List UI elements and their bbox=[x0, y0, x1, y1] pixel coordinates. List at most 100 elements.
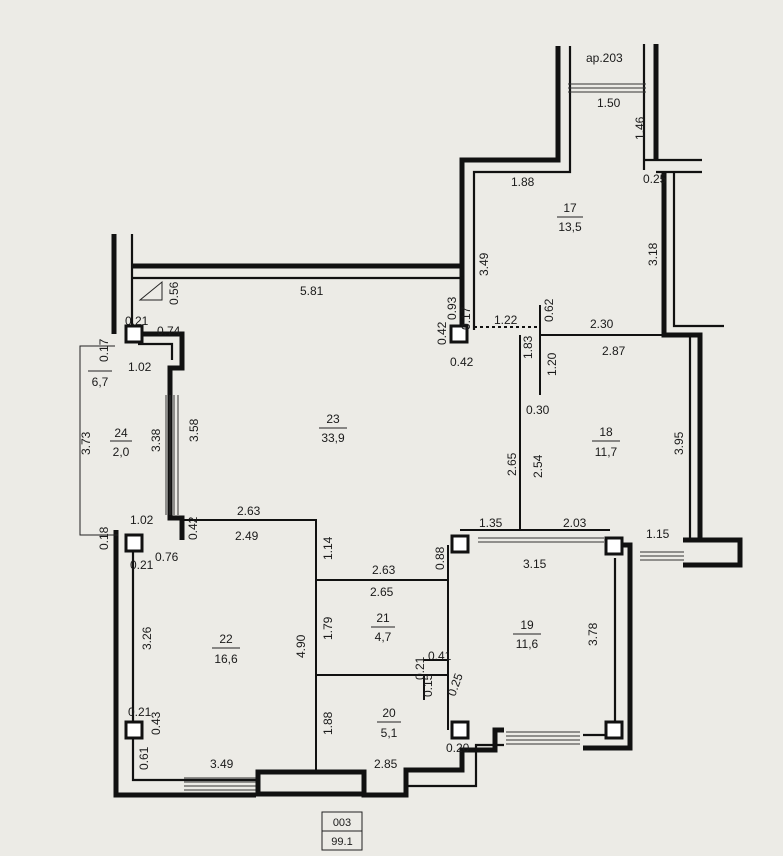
dimension-label: 0.62 bbox=[542, 298, 556, 322]
room-number: 20 bbox=[382, 706, 396, 720]
room-area: 6,7 bbox=[92, 375, 109, 389]
room-number: 19 bbox=[520, 618, 534, 632]
dimension-label: 3.73 bbox=[79, 431, 93, 455]
dimension-label: 4.90 bbox=[294, 634, 308, 658]
dimension-label: 1.46 bbox=[633, 116, 647, 140]
room-21: 21 4,7 bbox=[371, 611, 395, 644]
windows bbox=[165, 83, 684, 797]
dimension-label: 0.93 bbox=[445, 296, 459, 320]
dimension-label: 0.61 bbox=[137, 746, 151, 770]
room-number: 22 bbox=[219, 632, 233, 646]
dimension-label: 0.76 bbox=[155, 550, 179, 564]
dimension-label: 1.15 bbox=[646, 527, 670, 541]
column bbox=[124, 720, 144, 740]
room-number: 18 bbox=[599, 425, 613, 439]
column bbox=[604, 536, 624, 556]
room-area: 13,5 bbox=[558, 220, 582, 234]
room-number: 24 bbox=[114, 426, 128, 440]
room-area: 16,6 bbox=[214, 652, 238, 666]
corner-mark bbox=[138, 280, 163, 301]
room-22: 22 16,6 bbox=[212, 632, 240, 666]
total-area-table: 003 99.1 bbox=[321, 811, 363, 851]
dimension-label: 2.30 bbox=[590, 317, 614, 331]
dimension-label: 0.17 bbox=[459, 306, 473, 330]
room-18: 18 11,7 bbox=[592, 425, 620, 459]
dimension-label: 2.65 bbox=[370, 585, 394, 599]
window-sill-bottom bbox=[255, 769, 367, 797]
dimension-label: 0.25 bbox=[643, 172, 667, 186]
apartment-number: 003 bbox=[333, 817, 351, 829]
dimension-label: 2.87 bbox=[602, 344, 626, 358]
dimension-label: 0.42 bbox=[186, 516, 200, 540]
room-number: 21 bbox=[376, 611, 390, 625]
room-balcony: 6,7 bbox=[88, 370, 112, 389]
room-area: 11,7 bbox=[595, 445, 618, 459]
dimension-label: 1.22 bbox=[494, 313, 518, 327]
room-area: 2,0 bbox=[113, 445, 130, 459]
walls bbox=[111, 44, 743, 798]
dimension-label: 0.88 bbox=[433, 546, 447, 570]
dimension-label: 0.30 bbox=[526, 403, 550, 417]
dimension-label: 3.49 bbox=[210, 757, 234, 771]
room-area: 5,1 bbox=[381, 726, 398, 740]
dimension-label: 0.56 bbox=[167, 281, 181, 305]
dimension-label: 0.20 bbox=[446, 741, 470, 755]
dimension-label: 1.02 bbox=[128, 360, 152, 374]
dimension-label: 1.88 bbox=[511, 175, 535, 189]
dimension-label: 1.88 bbox=[321, 711, 335, 735]
dimension-label: 3.38 bbox=[149, 428, 163, 452]
dimension-label: 0.21 bbox=[130, 558, 154, 572]
room-24: 24 2,0 bbox=[110, 426, 132, 459]
dimension-label: 2.63 bbox=[372, 563, 396, 577]
dimension-label: 0.41 bbox=[428, 649, 452, 663]
room-area: 11,6 bbox=[516, 637, 539, 651]
dimension-label: 1.83 bbox=[521, 335, 535, 359]
dimension-label: 3.49 bbox=[477, 252, 491, 276]
column bbox=[124, 533, 144, 553]
room-area: 33,9 bbox=[321, 431, 345, 445]
dimension-label: 2.49 bbox=[235, 529, 259, 543]
dimensions: 1.50 0.25 1.88 5.81 1.22 2.30 2.87 0.42 … bbox=[125, 96, 670, 771]
dimension-label: 0.18 bbox=[97, 526, 111, 550]
column bbox=[124, 324, 144, 344]
dimension-label: 2.03 bbox=[563, 516, 587, 530]
dimension-label: 3.58 bbox=[187, 418, 201, 442]
dimension-label: 1.02 bbox=[130, 513, 154, 527]
dimension-label: 0.21 bbox=[128, 705, 152, 719]
dimension-label: 2.65 bbox=[505, 452, 519, 476]
dimension-label: 0.17 bbox=[97, 338, 111, 362]
room-17: 17 13,5 bbox=[557, 201, 583, 234]
dimension-label: 2.54 bbox=[531, 454, 545, 478]
room-number: 23 bbox=[326, 412, 340, 426]
column bbox=[449, 324, 469, 344]
dimension-label: 5.81 bbox=[300, 284, 324, 298]
dimension-label: 1.20 bbox=[545, 352, 559, 376]
dimension-label: 1.79 bbox=[321, 616, 335, 640]
dimension-label: 0.42 bbox=[450, 355, 474, 369]
dimension-label: 0.74 bbox=[157, 324, 181, 338]
dimension-label: 2.85 bbox=[374, 757, 398, 771]
dimension-label: 3.15 bbox=[523, 557, 547, 571]
dimensions-vertical: 1.46 3.49 3.18 0.56 0.93 0.17 0.42 0.62 … bbox=[79, 116, 686, 770]
balcony-outline bbox=[79, 345, 118, 536]
column bbox=[604, 720, 624, 740]
dimension-label: 0.43 bbox=[149, 711, 163, 735]
column bbox=[450, 534, 470, 554]
columns bbox=[124, 324, 624, 740]
stair-label: ар.203 bbox=[586, 51, 623, 65]
room-number: 17 bbox=[563, 201, 577, 215]
column bbox=[450, 720, 470, 740]
dimension-label: 3.78 bbox=[586, 622, 600, 646]
room-area: 4,7 bbox=[375, 630, 392, 644]
dimension-label: 3.95 bbox=[672, 431, 686, 455]
dimension-label: 0.21 bbox=[413, 656, 427, 680]
total-area: 99.1 bbox=[331, 836, 352, 848]
dimension-label: 1.35 bbox=[479, 516, 503, 530]
dimension-label: 0.42 bbox=[435, 321, 449, 345]
dimension-label: 1.14 bbox=[321, 536, 335, 560]
dimension-label: 1.50 bbox=[597, 96, 621, 110]
room-19: 19 11,6 bbox=[513, 618, 541, 651]
partitions bbox=[182, 305, 665, 770]
room-23: 23 33,9 bbox=[319, 412, 347, 445]
dimension-label: 0.21 bbox=[125, 314, 149, 328]
